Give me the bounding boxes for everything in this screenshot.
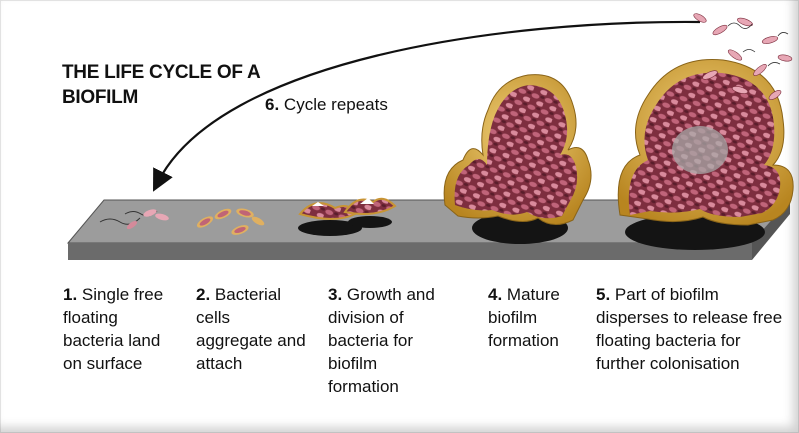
step-text: Single free floating bacteria land on su… <box>63 285 163 373</box>
stage5-biofilm <box>618 12 793 250</box>
step-number: 5. <box>596 285 610 304</box>
cycle-number: 6. <box>265 95 279 114</box>
step-1-caption: 1. Single free floating bacteria land on… <box>63 283 173 375</box>
diagram-title: THE LIFE CYCLE OF A BIOFILM <box>62 60 282 110</box>
cycle-text: Cycle repeats <box>284 95 388 114</box>
step-number: 4. <box>488 285 502 304</box>
cycle-repeats-label: 6. Cycle repeats <box>265 95 388 115</box>
step-2-caption: 2. Bacterial cells aggregate and attach <box>196 283 306 375</box>
step-4-caption: 4. Mature biofilm formation <box>488 283 598 352</box>
step-text: Bacterial cells aggregate and attach <box>196 285 306 373</box>
step-number: 2. <box>196 285 210 304</box>
step-text: Growth and division of bacteria for biof… <box>328 285 435 396</box>
step-number: 1. <box>63 285 77 304</box>
step-number: 3. <box>328 285 342 304</box>
step-text: Part of biofilm disperses to release fre… <box>596 285 782 373</box>
step-5-caption: 5. Part of biofilm disperses to release … <box>596 283 791 375</box>
step-3-caption: 3. Growth and division of bacteria for b… <box>328 283 448 398</box>
